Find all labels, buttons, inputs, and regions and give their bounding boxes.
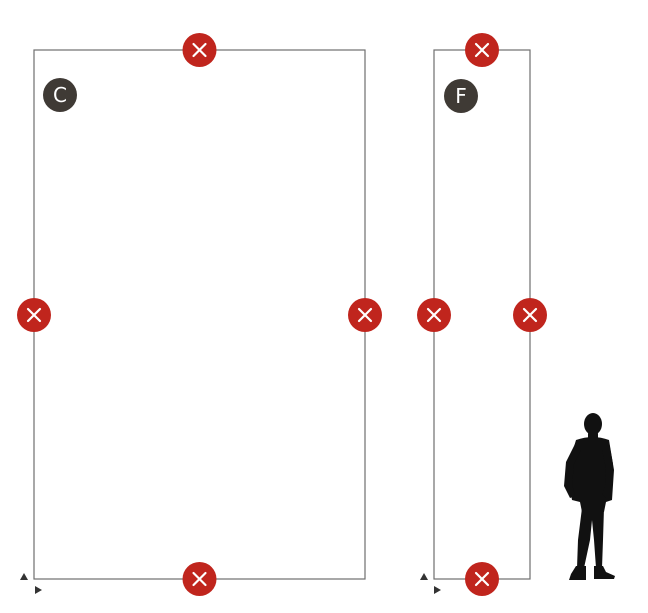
panel-f-fixing-marker-right-middle xyxy=(513,298,547,332)
panel-f-fixing-marker-left-middle xyxy=(417,298,451,332)
close-x-icon xyxy=(474,42,490,58)
panel-c-fixing-marker-bottom-center xyxy=(182,562,217,596)
origin-up-arrow-icon xyxy=(420,573,428,580)
origin-axis-arrows-icon xyxy=(20,573,42,594)
origin-axis-arrows-icon xyxy=(420,573,441,594)
standing-person-silhouette-icon xyxy=(564,413,615,580)
origin-right-arrow-icon xyxy=(35,586,42,594)
panel-c-label: C xyxy=(53,83,67,107)
panel-c-fixing-marker-left-middle xyxy=(17,298,51,332)
panel-f-label: F xyxy=(455,84,467,108)
panel-c-outline xyxy=(33,49,366,580)
close-x-icon xyxy=(192,42,207,58)
origin-up-arrow-icon xyxy=(20,573,28,580)
panel-f-badge: F xyxy=(444,79,478,113)
origin-markers xyxy=(20,573,441,594)
panel-f-fixing-marker-bottom-center xyxy=(465,562,499,596)
panel-c-fixing-marker-top-center xyxy=(182,33,217,67)
panel-c-badge-circle xyxy=(43,78,77,112)
panel-c-badge: C xyxy=(43,78,77,112)
close-x-icon xyxy=(522,307,538,323)
close-x-icon xyxy=(192,571,207,587)
close-x-icon xyxy=(426,307,442,323)
marker-layer xyxy=(17,33,547,596)
panel-f-badge-circle xyxy=(444,79,478,113)
close-x-icon xyxy=(474,571,490,587)
panel-c-fixing-marker-right-middle xyxy=(348,298,382,332)
close-x-icon xyxy=(26,307,42,323)
close-x-icon xyxy=(357,307,373,323)
origin-right-arrow-icon xyxy=(434,586,441,594)
panel-f-fixing-marker-top-center xyxy=(465,33,499,67)
panel-c: C xyxy=(33,49,366,580)
